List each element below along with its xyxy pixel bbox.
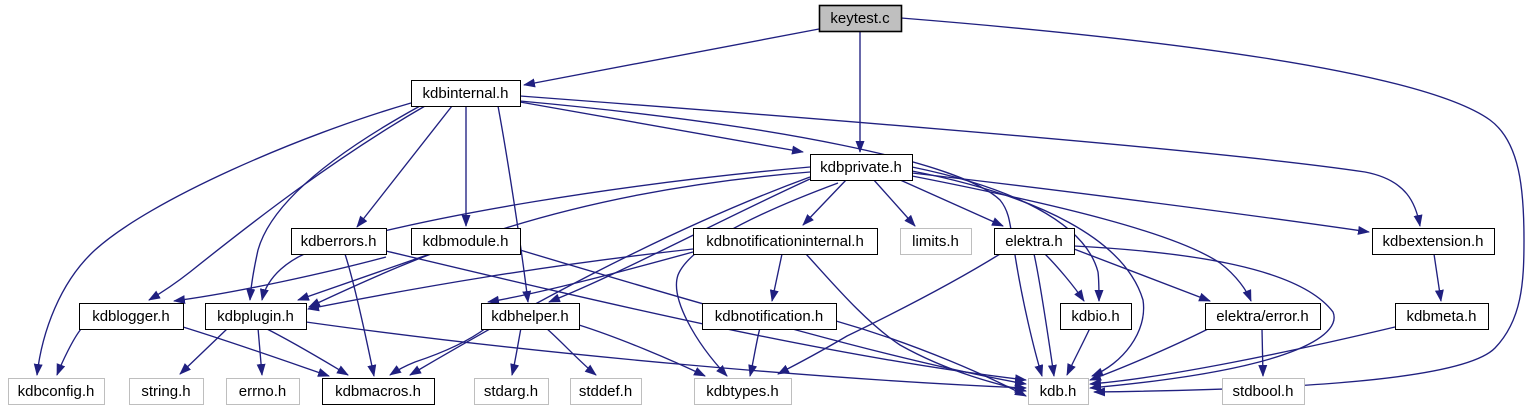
svg-text:kdblogger.h: kdblogger.h <box>92 308 170 325</box>
svg-text:kdbplugin.h: kdbplugin.h <box>217 308 294 325</box>
svg-text:kdbmacros.h: kdbmacros.h <box>335 383 421 400</box>
svg-text:kdbtypes.h: kdbtypes.h <box>706 383 779 400</box>
svg-text:kdbmodule.h: kdbmodule.h <box>423 233 509 250</box>
svg-text:kdbextension.h: kdbextension.h <box>1383 233 1484 250</box>
svg-text:kdbnotification.h: kdbnotification.h <box>715 308 823 325</box>
svg-text:elektra/error.h: elektra/error.h <box>1216 308 1309 325</box>
svg-text:kdbmeta.h: kdbmeta.h <box>1406 308 1476 325</box>
svg-text:kdbio.h: kdbio.h <box>1071 308 1119 325</box>
svg-text:elektra.h: elektra.h <box>1005 233 1063 250</box>
svg-text:string.h: string.h <box>141 383 190 400</box>
svg-text:errno.h: errno.h <box>239 383 287 400</box>
svg-text:kdbconfig.h: kdbconfig.h <box>18 383 95 400</box>
svg-text:kdbhelper.h: kdbhelper.h <box>491 308 569 325</box>
svg-text:stdarg.h: stdarg.h <box>484 383 538 400</box>
svg-text:stdbool.h: stdbool.h <box>1233 383 1294 400</box>
svg-text:keytest.c: keytest.c <box>830 10 890 27</box>
svg-text:stddef.h: stddef.h <box>579 383 632 400</box>
svg-text:kdbprivate.h: kdbprivate.h <box>820 159 902 176</box>
svg-text:limits.h: limits.h <box>912 233 959 250</box>
svg-text:kdbinternal.h: kdbinternal.h <box>423 85 509 102</box>
svg-text:kdberrors.h: kdberrors.h <box>301 233 377 250</box>
svg-text:kdb.h: kdb.h <box>1040 383 1077 400</box>
svg-text:kdbnotificationinternal.h: kdbnotificationinternal.h <box>706 233 864 250</box>
